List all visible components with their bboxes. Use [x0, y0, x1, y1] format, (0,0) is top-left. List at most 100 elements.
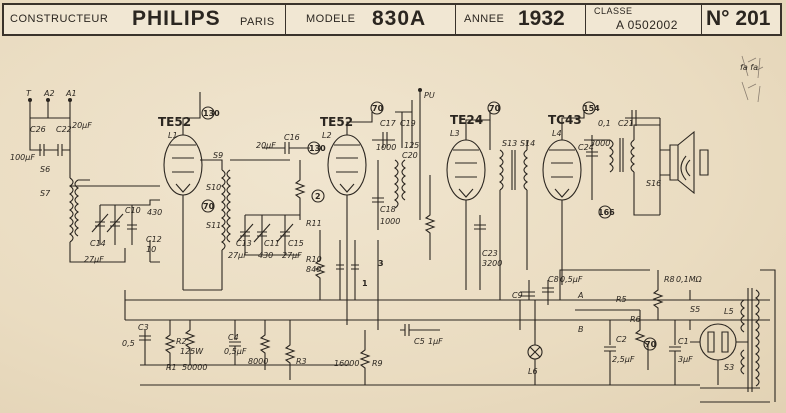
constructor-label: CONSTRUCTEUR — [10, 13, 109, 25]
label-s3: S3 — [724, 363, 734, 372]
label-c9: C9 — [512, 291, 523, 300]
label-r8: R8 — [664, 275, 675, 284]
label-r11: R11 — [306, 219, 322, 228]
title-block: CONSTRUCTEUR PHILIPS PARIS MODELE 830A A… — [2, 3, 782, 36]
label-c2: C2 — [616, 335, 627, 344]
label-c18: C18 — [380, 205, 396, 214]
model-cell: MODELE 830A — [286, 5, 456, 34]
label-a: A — [577, 291, 583, 300]
label-c14-value: 27µF — [84, 255, 104, 264]
label-c3-value: 0,5 — [122, 339, 135, 348]
class-label: CLASSE — [594, 6, 633, 16]
label-c13: C13 — [236, 239, 252, 248]
label-s11: S11 — [206, 221, 221, 230]
tube-2-ref: 70 — [372, 104, 384, 113]
label-c22-value: 20µF — [72, 121, 92, 130]
circuit-diagram: T A2 A1 PU fa fa TE52 L1 130 TE52 L2 70 … — [10, 55, 776, 403]
label-c1: C1 — [678, 337, 689, 346]
margin-note: fa fa — [740, 63, 758, 72]
ref-70b: 70 — [645, 340, 657, 349]
label-c17-value: 1000 — [376, 143, 396, 152]
class-value: A 0502002 — [616, 18, 678, 32]
label-r2-value: 125W — [180, 347, 204, 356]
label-r2: R2 — [176, 337, 187, 346]
terminal-pu: PU — [424, 91, 435, 100]
label-c24: C24 — [578, 143, 594, 152]
tube-2-type: TE52 — [320, 115, 353, 129]
label-s9: S9 — [213, 151, 223, 160]
label-s16: S16 — [646, 179, 661, 188]
label-s7: S7 — [40, 189, 51, 198]
label-r1-value: 50000 — [182, 363, 207, 372]
label-c20-value: 125 — [404, 141, 419, 150]
tube-3-coil: L3 — [450, 129, 460, 138]
model-value: 830A — [372, 7, 427, 30]
constructor-cell: CONSTRUCTEUR PHILIPS PARIS — [4, 5, 286, 34]
label-c26: C26 — [30, 125, 46, 134]
label-c20: C20 — [402, 151, 418, 160]
label-l5: L5 — [724, 307, 734, 316]
ref-70a: 70 — [203, 202, 215, 211]
year-value: 1932 — [518, 7, 565, 30]
label-c16: C16 — [284, 133, 300, 142]
label-c14: C14 — [90, 239, 106, 248]
tube-3-ref: 70 — [489, 104, 501, 113]
ref-166: 166 — [598, 208, 615, 217]
ref-2: 2 — [315, 192, 321, 201]
tube-2-coil: L2 — [322, 131, 332, 140]
label-c13-value: 27µF — [228, 251, 248, 260]
class-cell: CLASSE A 0502002 — [586, 5, 702, 34]
label-s14: S14 — [520, 139, 535, 148]
tube-1-type: TE52 — [158, 115, 191, 129]
label-c16-value: 20µF — [256, 141, 276, 150]
label-s6: S6 — [40, 165, 50, 174]
label-c4: C4 — [228, 333, 239, 342]
label-r9: R9 — [372, 359, 383, 368]
label-c8: C8 — [548, 275, 559, 284]
label-r9-value: 16000 — [334, 359, 359, 368]
tube-4-coil: L4 — [552, 129, 562, 138]
label-c26-value: 100µF — [10, 153, 35, 162]
terminal-t: T — [26, 89, 32, 98]
label-r6: R6 — [630, 315, 641, 324]
label-s5: S5 — [690, 305, 700, 314]
label-c10-value: 430 — [147, 208, 162, 217]
label-c12-value: 10 — [146, 245, 156, 254]
year-cell: ANNEE 1932 — [456, 5, 586, 34]
tube-1-ref: 130 — [203, 109, 220, 118]
city-label: PARIS — [240, 16, 275, 28]
label-l6: L6 — [528, 367, 538, 376]
label-c5-value: 1µF — [428, 337, 443, 346]
label-s13: S13 — [502, 139, 517, 148]
brand-name: PHILIPS — [132, 7, 221, 30]
label-c11-value: 430 — [258, 251, 273, 260]
label-c21-value: 0,1 — [598, 119, 611, 128]
label-c15-value: 27µF — [282, 251, 302, 260]
label-c17: C17 — [380, 119, 397, 128]
label-c24-value: 3000 — [590, 139, 610, 148]
tube-4-ref: 154 — [583, 104, 600, 113]
label-r1: R1 — [166, 363, 177, 372]
tube-3-type: TE24 — [450, 113, 483, 127]
label-c2-value: 2,5µF — [612, 355, 635, 364]
label-c12: C12 — [146, 235, 162, 244]
label-c10: C10 — [125, 206, 141, 215]
terminal-a2: A2 — [43, 89, 55, 98]
label-s10: S10 — [206, 183, 221, 192]
terminal-a1: A1 — [65, 89, 77, 98]
label-r10: R10 — [306, 255, 322, 264]
label-r3-value: 8000 — [248, 357, 268, 366]
ref-1: 1 — [362, 279, 368, 288]
label-c11: C11 — [264, 239, 280, 248]
label-r8-value: 0,1MΩ — [676, 275, 703, 284]
label-c1-value: 3µF — [678, 355, 693, 364]
tube-4-type: TC43 — [548, 113, 582, 127]
label-r5: R5 — [616, 295, 627, 304]
model-label: MODELE — [306, 13, 356, 25]
label-r10-value: 840 — [306, 265, 321, 274]
label-c19: C19 — [400, 119, 416, 128]
label-c15: C15 — [288, 239, 304, 248]
ref-130b: 130 — [309, 144, 326, 153]
number-cell: N° 201 — [702, 5, 780, 34]
